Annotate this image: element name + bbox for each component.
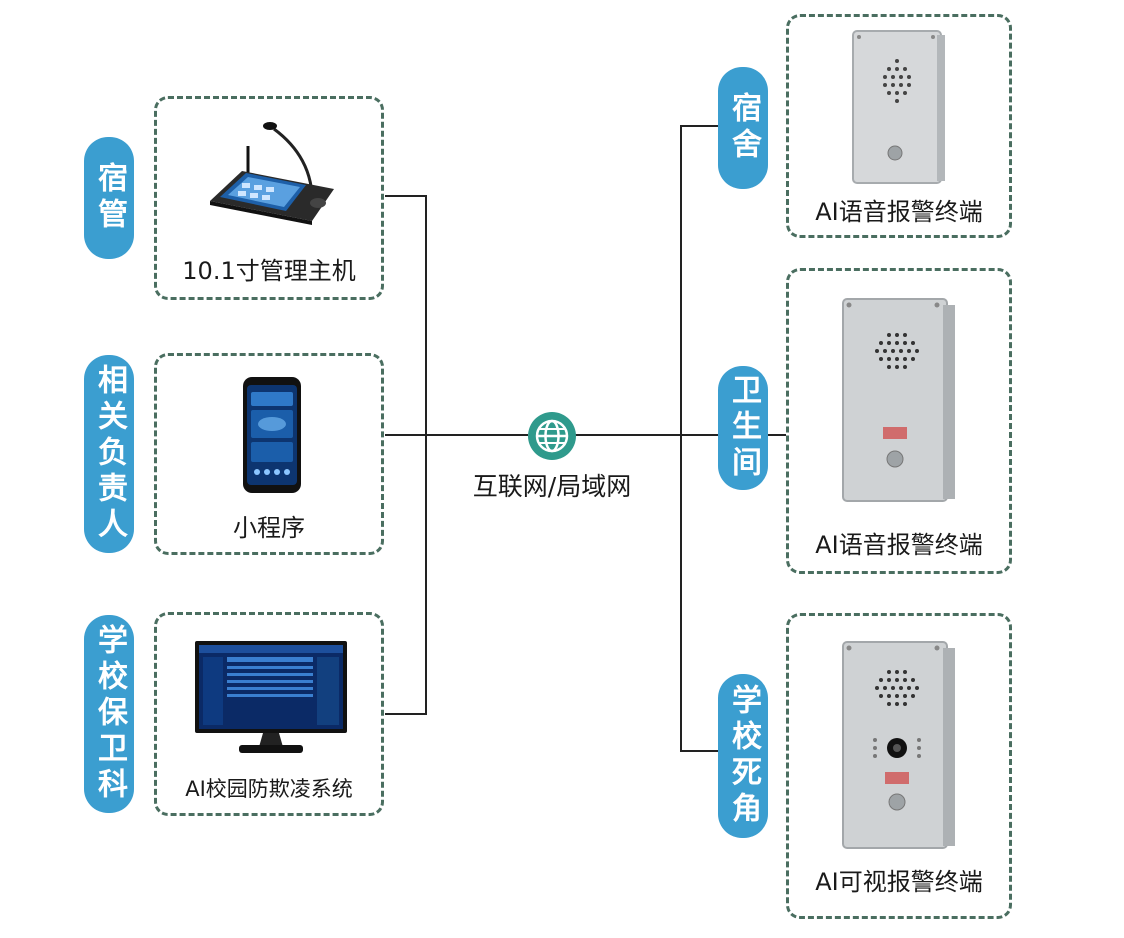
connector-line	[385, 434, 528, 436]
device-card-anti-bullying-system: AI校园防欺凌系统	[154, 612, 384, 816]
globe-icon	[528, 412, 576, 460]
device-label: AI语音报警终端	[815, 531, 983, 559]
connector-line	[680, 750, 720, 752]
device-card-management-console: 10.1寸管理主机	[154, 96, 384, 300]
voice-alarm-terminal-icon	[842, 298, 955, 502]
connector-line	[680, 125, 682, 752]
management-console-icon	[210, 122, 334, 225]
device-label: AI校园防欺凌系统	[185, 777, 353, 801]
device-card-voice-alarm-restroom: AI语音报警终端	[786, 268, 1012, 574]
category-pill-school-blind-spot: 学校死角	[718, 674, 768, 838]
voice-alarm-terminal-icon	[852, 30, 945, 184]
category-pill-dorm-manager: 宿管	[84, 137, 134, 259]
device-label: 10.1寸管理主机	[182, 257, 356, 285]
monitor-icon	[195, 641, 347, 753]
smartphone-icon	[243, 377, 301, 493]
device-card-mini-program: 小程序	[154, 353, 384, 555]
category-pill-dormitory: 宿舍	[718, 67, 768, 189]
device-card-video-alarm-blind-spot: AI可视报警终端	[786, 613, 1012, 919]
connector-line	[425, 195, 427, 715]
network-label: 互联网/局域网	[472, 472, 632, 501]
connector-line	[385, 713, 427, 715]
device-card-voice-alarm-dorm: AI语音报警终端	[786, 14, 1012, 238]
device-label: AI语音报警终端	[815, 198, 983, 226]
device-label: 小程序	[233, 514, 305, 542]
device-label: AI可视报警终端	[815, 868, 983, 896]
connector-line	[385, 195, 427, 197]
connector-line	[680, 125, 720, 127]
video-alarm-terminal-icon	[842, 641, 955, 849]
category-pill-restroom: 卫生间	[718, 366, 768, 490]
category-pill-school-security: 学校保卫科	[84, 615, 134, 813]
category-pill-responsible-person: 相关负责人	[84, 355, 134, 553]
